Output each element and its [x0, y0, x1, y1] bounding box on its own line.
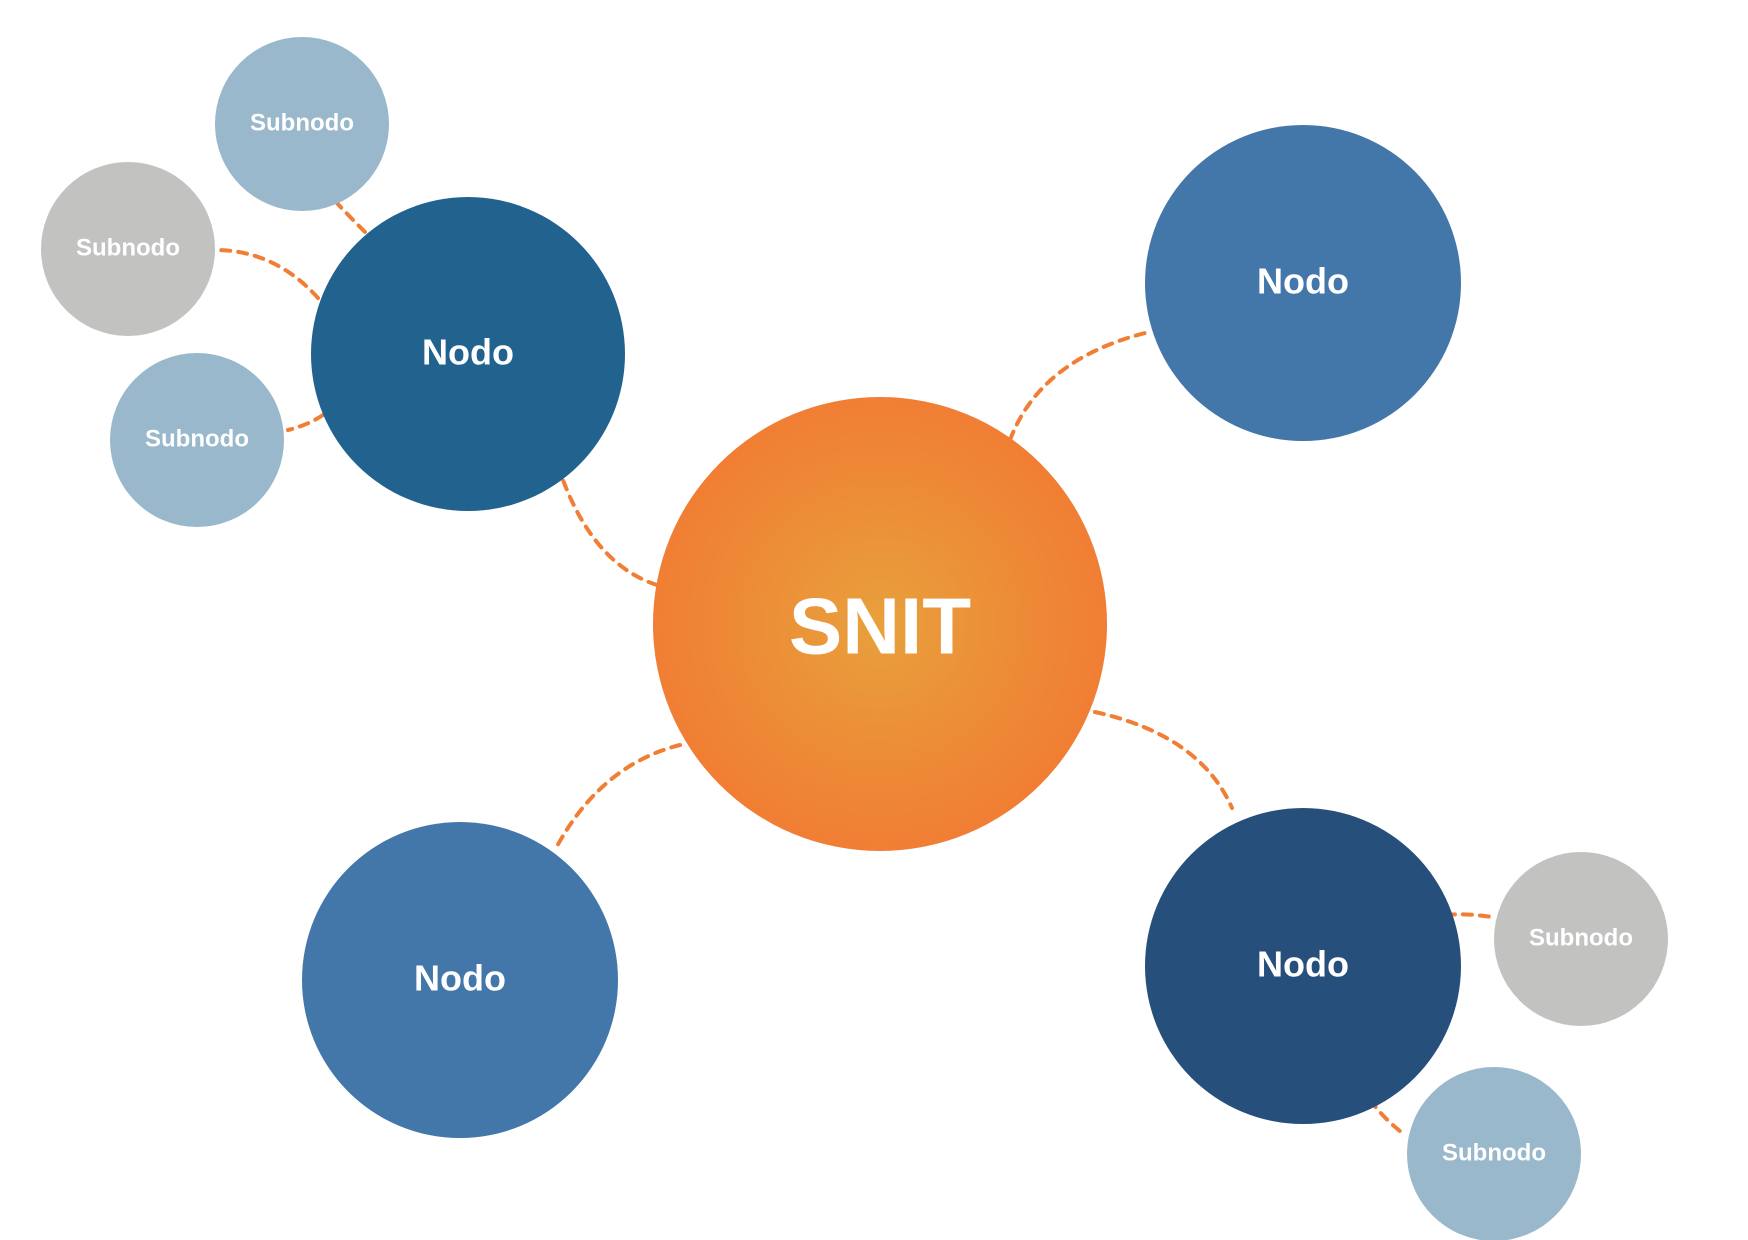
subnode-bottom-right-label: Subnodo	[1442, 1140, 1546, 1167]
connector-center-to-node-bottom-right	[1093, 710, 1234, 810]
connector-node-to-subnode-bottom-left	[286, 413, 325, 432]
node-top-left-label: Nodo	[422, 332, 514, 373]
subnode-top-label: Subnodo	[250, 110, 354, 137]
node-top-left: Nodo	[311, 197, 625, 511]
node-bottom-left-label: Nodo	[414, 958, 506, 999]
connector-node-to-subnode-top	[334, 200, 367, 234]
connector-center-to-node-top-left	[561, 478, 659, 587]
center-node-label: SNIT	[789, 582, 971, 671]
subnode-top-circle	[215, 37, 389, 211]
connector-center-to-node-bottom-left	[553, 743, 682, 852]
node-top-left-circle	[311, 197, 625, 511]
node-bottom-right: Nodo	[1145, 808, 1461, 1124]
subnode-bottom-left-circle	[110, 353, 284, 527]
subnode-bottom-right: Subnodo	[1407, 1067, 1581, 1240]
node-top-right-label: Nodo	[1257, 261, 1349, 302]
node-top-right: Nodo	[1145, 125, 1461, 441]
subnode-right: Subnodo	[1494, 852, 1668, 1026]
connectors	[213, 200, 1494, 1137]
subnode-left-circle	[41, 162, 215, 336]
connector-center-to-node-top-right	[1008, 331, 1147, 442]
subnode-right-label: Subnodo	[1529, 925, 1633, 952]
subnode-bottom-left-label: Subnodo	[145, 426, 249, 453]
subnode-bottom-right-circle	[1407, 1067, 1581, 1240]
subnode-top: Subnodo	[215, 37, 389, 211]
subnode-bottom-left: Subnodo	[110, 353, 284, 527]
center-node: SNIT	[653, 397, 1107, 851]
subnode-left-label: Subnodo	[76, 235, 180, 262]
node-top-right-circle	[1145, 125, 1461, 441]
connector-node-to-subnode-left	[213, 248, 320, 300]
center-node-circle	[653, 397, 1107, 851]
subnode-right-circle	[1494, 852, 1668, 1026]
subnode-left: Subnodo	[41, 162, 215, 336]
node-bottom-left-circle	[302, 822, 618, 1138]
node-bottom-left: Nodo	[302, 822, 618, 1138]
node-bottom-right-label: Nodo	[1257, 944, 1349, 985]
node-bottom-right-circle	[1145, 808, 1461, 1124]
